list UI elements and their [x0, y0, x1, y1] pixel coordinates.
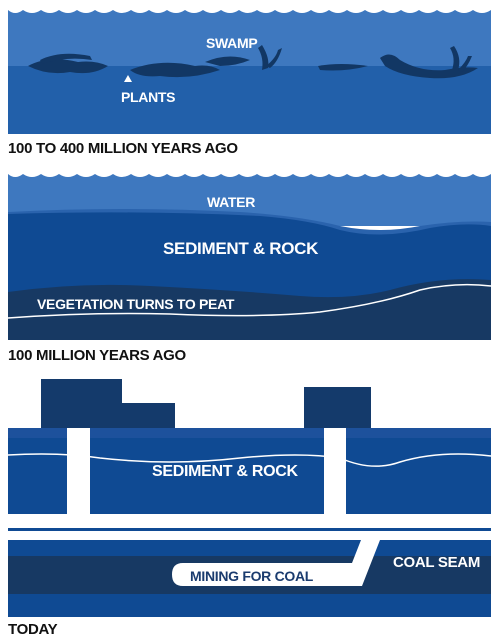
caption-today: TODAY — [8, 621, 58, 637]
mine-shaft-right — [324, 428, 346, 514]
panel-peat: WATER SEDIMENT & ROCK VEGETATION TURNS T… — [7, 166, 491, 340]
swamp-plants — [28, 45, 478, 79]
today-sediment-label: SEDIMENT & ROCK — [152, 463, 298, 480]
vegetation-peat-label: VEGETATION TURNS TO PEAT — [37, 296, 235, 312]
caption-swamp-era: 100 TO 400 MILLION YEARS AGO — [8, 140, 238, 157]
panel-swamp: SWAMP PLANTS — [8, 0, 491, 134]
peat-boundary-line — [7, 283, 491, 319]
plants-label: PLANTS — [121, 89, 175, 105]
sediment-rock-label: SEDIMENT & ROCK — [163, 239, 319, 258]
plants-marker-icon — [124, 75, 132, 82]
peat-wave-edge — [8, 166, 491, 177]
ground-divider-line — [8, 528, 491, 531]
swamp-wave-edge — [8, 0, 491, 13]
water-label: WATER — [207, 194, 255, 210]
panel-today: SEDIMENT & ROCK MINING FOR COAL COAL SEA… — [7, 379, 491, 617]
mine-building-left — [41, 379, 122, 429]
mining-label: MINING FOR COAL — [190, 568, 314, 584]
swamp-water — [8, 66, 491, 134]
mine-shaft-left — [67, 428, 90, 514]
peat-layer — [8, 279, 491, 340]
mine-building-right — [304, 387, 371, 429]
swamp-label: SWAMP — [206, 35, 257, 51]
mining-tunnel — [172, 540, 380, 586]
caption-peat-era: 100 MILLION YEARS AGO — [8, 347, 187, 364]
ground-upper-top-band — [8, 428, 491, 438]
mine-building-left-annex — [122, 403, 175, 429]
today-sediment-curve — [7, 453, 491, 467]
coal-seam-label: COAL SEAM — [393, 554, 480, 571]
